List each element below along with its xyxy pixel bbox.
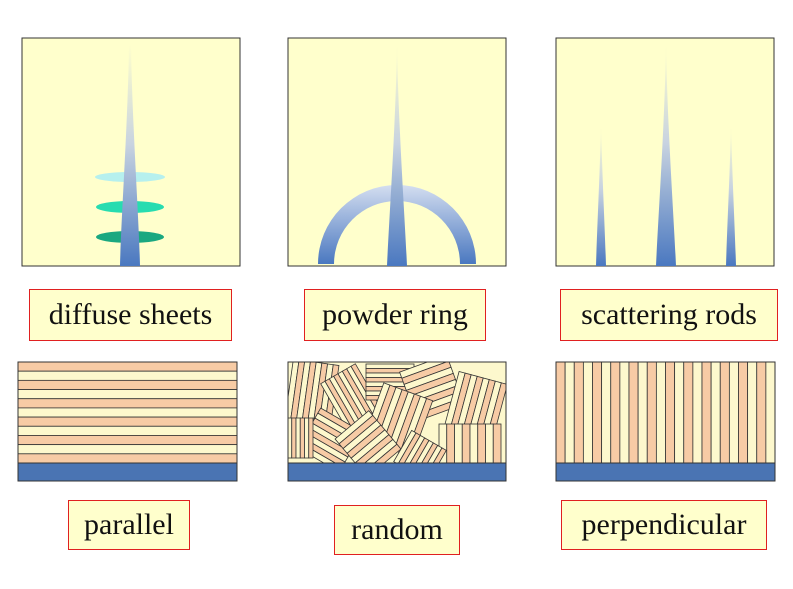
lamella [365, 363, 415, 369]
powder-ring-arc [318, 185, 476, 264]
caption-scattering-rods: scattering rods [560, 289, 778, 341]
lamella [461, 423, 471, 463]
lamella [304, 417, 310, 459]
caption-parallel: parallel [68, 500, 190, 550]
caption-diffuse-sheets: diffuse sheets [29, 289, 232, 341]
lamella-horizontal [17, 453, 238, 464]
lamella [423, 447, 447, 463]
random-grain [438, 423, 502, 463]
lamella [308, 417, 314, 459]
random-grain [279, 417, 314, 459]
lamella-vertical [692, 361, 703, 464]
random-grain [297, 407, 363, 463]
lamella-vertical [701, 361, 712, 464]
lamella-horizontal [17, 435, 238, 446]
lamella-vertical [756, 361, 767, 464]
lamella-vertical [719, 361, 730, 464]
lamella [291, 417, 297, 459]
lamella-vertical [564, 361, 575, 464]
lamella [446, 423, 455, 463]
specular-rod [120, 45, 140, 266]
lamella-horizontal [17, 398, 238, 409]
caption-powder-ring: powder ring [304, 289, 486, 341]
substrate [287, 462, 507, 482]
random-grain [393, 429, 447, 463]
lamella-vertical [610, 361, 621, 464]
lamella-horizontal [17, 370, 238, 381]
lamella [299, 417, 305, 459]
lamella-vertical [555, 361, 566, 464]
lamella [454, 423, 463, 463]
lamella-horizontal [17, 361, 238, 372]
lamella-vertical [655, 361, 666, 464]
lamella [419, 444, 443, 463]
scattering-rod-center [656, 42, 676, 266]
panel-powder-ring [287, 37, 507, 267]
lamella [469, 423, 479, 463]
lamella [362, 443, 402, 463]
caption-random: random [334, 505, 460, 555]
lamella-horizontal [17, 407, 238, 418]
lamella-horizontal [17, 379, 238, 390]
lamella [477, 423, 486, 463]
lamella-vertical [665, 361, 676, 464]
lamella-vertical [738, 361, 749, 464]
lamella [279, 418, 283, 458]
caption-perpendicular: perpendicular [561, 500, 767, 550]
lamella-vertical [601, 361, 612, 464]
lamella-vertical [728, 361, 739, 464]
scattering-rod-left [596, 125, 606, 266]
sample-random [279, 361, 507, 482]
lamella [492, 423, 502, 463]
lamella-vertical [628, 361, 639, 464]
lamella [485, 423, 494, 463]
lamella-vertical [573, 361, 584, 464]
lamella-horizontal [17, 425, 238, 436]
substrate [555, 462, 776, 482]
lamella-vertical [765, 361, 776, 464]
lamella-horizontal [17, 389, 238, 400]
lamella-horizontal [17, 444, 238, 455]
lamella-vertical [619, 361, 630, 464]
lamella-vertical [710, 361, 721, 464]
sample-perpendicular [555, 361, 776, 482]
specular-rod [387, 42, 407, 266]
random-grain [334, 410, 402, 463]
panel-scattering-rods [555, 37, 775, 267]
sample-parallel [17, 361, 238, 482]
lamella-vertical [646, 361, 657, 464]
lamella-vertical [674, 361, 685, 464]
panel-diffuse-sheets [21, 37, 241, 267]
lamella-horizontal [17, 416, 238, 427]
lamella-vertical [592, 361, 603, 464]
scattering-rod-right [726, 125, 736, 266]
lamella-vertical [637, 361, 648, 464]
lamella-vertical [747, 361, 758, 464]
lamella [283, 418, 287, 458]
substrate [17, 462, 238, 482]
lamella-vertical [582, 361, 593, 464]
lamella [295, 417, 301, 459]
lamella-vertical [683, 361, 694, 464]
